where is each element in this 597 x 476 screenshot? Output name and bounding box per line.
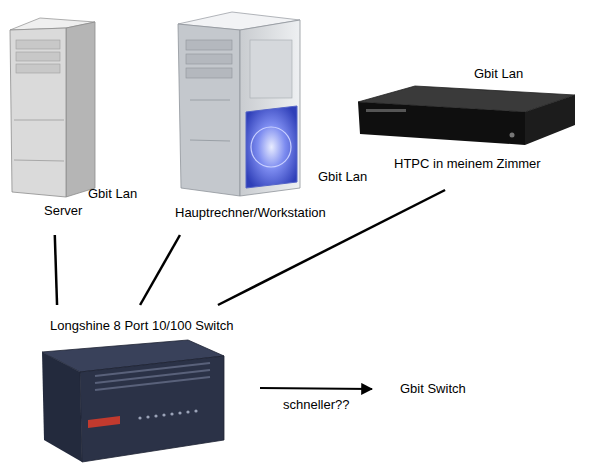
device-label: Hauptrechner/Workstation <box>175 205 326 220</box>
edge-label: schneller?? <box>283 397 350 412</box>
device-label: HTPC in meinem Zimmer <box>394 156 541 171</box>
switch-node: Longshine 8 Port 10/100 Switch <box>35 305 260 465</box>
device-label: Server <box>44 203 82 218</box>
device-label: Gbit Lan <box>474 66 523 81</box>
server-node: Gbit LanServer <box>8 15 138 235</box>
target-switch-node: Gbit Switch <box>372 378 482 400</box>
network-cable <box>55 235 57 305</box>
network-cable <box>140 235 180 305</box>
workstation-tower <box>178 12 300 196</box>
htpc-node: Gbit LanHTPC in meinem Zimmer <box>372 62 582 190</box>
htpc-case <box>358 86 575 145</box>
device-label: Longshine 8 Port 10/100 Switch <box>50 318 234 333</box>
device-label: Gbit Lan <box>318 169 367 184</box>
network-switch <box>42 340 224 462</box>
server-tower <box>10 18 95 197</box>
device-label: Gbit Lan <box>88 186 137 201</box>
device-label: Gbit Switch <box>400 381 466 396</box>
workstation-node: Gbit LanHauptrechner/Workstation <box>165 8 370 235</box>
upgrade-arrow <box>260 387 372 390</box>
